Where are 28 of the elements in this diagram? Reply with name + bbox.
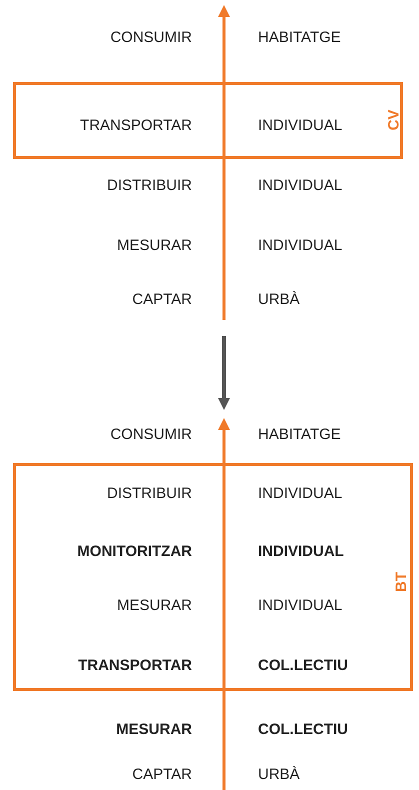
scope-label: INDIVIDUAL — [258, 177, 342, 195]
activity-label: CAPTAR — [132, 766, 192, 784]
activity-label: DISTRIBUIR — [106, 177, 192, 195]
box-label: BT — [394, 572, 410, 592]
scope-label: INDIVIDUAL — [258, 237, 342, 255]
activity-label: MONITORITZAR — [77, 543, 192, 561]
scope-label: COL.LECTIU — [258, 721, 348, 739]
activity-label: TRANSPORTAR — [78, 657, 192, 675]
scope-label: HABITATGE — [258, 426, 341, 444]
activity-label: MESURAR — [116, 721, 192, 739]
activity-label: DISTRIBUIR — [106, 485, 192, 503]
activity-label: CAPTAR — [132, 291, 192, 309]
scope-label: INDIVIDUAL — [258, 543, 344, 561]
scope-label: INDIVIDUAL — [258, 485, 342, 503]
activity-label: TRANSPORTAR — [80, 117, 192, 135]
activity-label: CONSUMIR — [110, 29, 192, 47]
highlight-box — [13, 82, 403, 159]
activity-label: MESURAR — [116, 237, 192, 255]
box-label: CV — [386, 110, 402, 130]
scope-label: URBÀ — [258, 291, 300, 309]
highlight-box — [13, 463, 413, 691]
scope-label: INDIVIDUAL — [258, 597, 342, 615]
scope-label: URBÀ — [258, 766, 300, 784]
activity-label: CONSUMIR — [110, 426, 192, 444]
scope-label: HABITATGE — [258, 29, 341, 47]
activity-label: MESURAR — [116, 597, 192, 615]
scope-label: INDIVIDUAL — [258, 117, 342, 135]
scope-label: COL.LECTIU — [258, 657, 348, 675]
